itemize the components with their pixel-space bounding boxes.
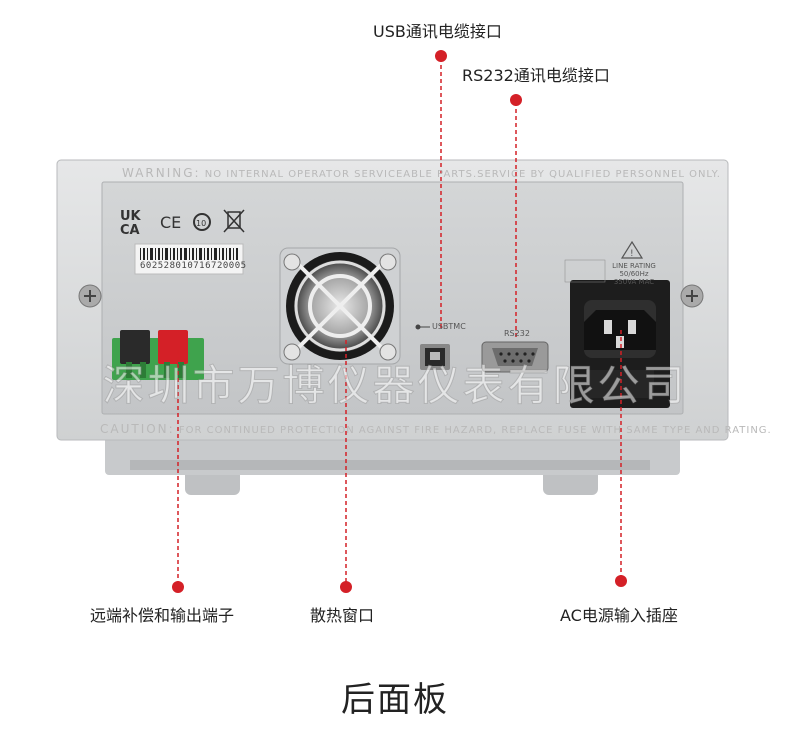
usbtmc-label: USBTMC xyxy=(432,322,466,331)
svg-text:!: ! xyxy=(630,249,634,259)
usb-callout-dot xyxy=(435,50,447,62)
output-terminals xyxy=(112,330,204,380)
weee-bin-icon xyxy=(223,209,245,233)
ac-inlet-socket[interactable] xyxy=(570,280,670,408)
usb-symbol-icon xyxy=(415,324,430,330)
rs232-port-label: RS232 xyxy=(504,329,530,338)
left-screw-icon xyxy=(78,284,102,308)
page-title: 后面板 xyxy=(341,680,449,720)
fuse-table xyxy=(564,259,606,283)
terminal-callout-dot xyxy=(172,581,184,593)
usb-port-icon[interactable] xyxy=(420,344,450,370)
vent-callout-label: 散热窗口 xyxy=(310,606,375,625)
barcode-number: 602528010716720005 xyxy=(140,261,247,271)
callout-dots xyxy=(172,50,627,593)
rs232-callout-label: RS232通讯电缆接口 xyxy=(462,66,610,85)
ac-callout-label: AC电源输入插座 xyxy=(560,606,678,625)
terminal-callout-label: 远端补偿和输出端子 xyxy=(90,606,235,625)
caution-label: CAUTION: FOR CONTINUED PROTECTION AGAINS… xyxy=(100,422,772,436)
ac-callout-dot xyxy=(615,575,627,587)
vent-callout-dot xyxy=(340,581,352,593)
usb-callout-label: USB通讯电缆接口 xyxy=(373,22,502,41)
svg-text:UK: UK xyxy=(120,209,142,224)
svg-text:10: 10 xyxy=(196,219,206,228)
eco-mark-icon: 10 xyxy=(193,213,211,231)
fan-screw-icon xyxy=(283,253,397,361)
ukca-mark-icon: UK CA xyxy=(120,209,142,238)
ce-mark-icon: CE xyxy=(160,213,181,232)
rs232-callout-dot xyxy=(510,94,522,106)
svg-text:CA: CA xyxy=(120,223,140,238)
right-screw-icon xyxy=(680,284,704,308)
rating-label-warning-icon: ! xyxy=(620,240,644,259)
barcode-bars xyxy=(140,248,238,260)
callout-lines xyxy=(177,58,622,585)
rs232-port-icon[interactable] xyxy=(481,341,549,373)
warning-label: WARNING: NO INTERNAL OPERATOR SERVICEABL… xyxy=(122,166,721,180)
cooling-fan xyxy=(279,247,401,365)
line-rating-label: LINE RATING 50/60Hz 350VA MAC xyxy=(612,262,656,286)
